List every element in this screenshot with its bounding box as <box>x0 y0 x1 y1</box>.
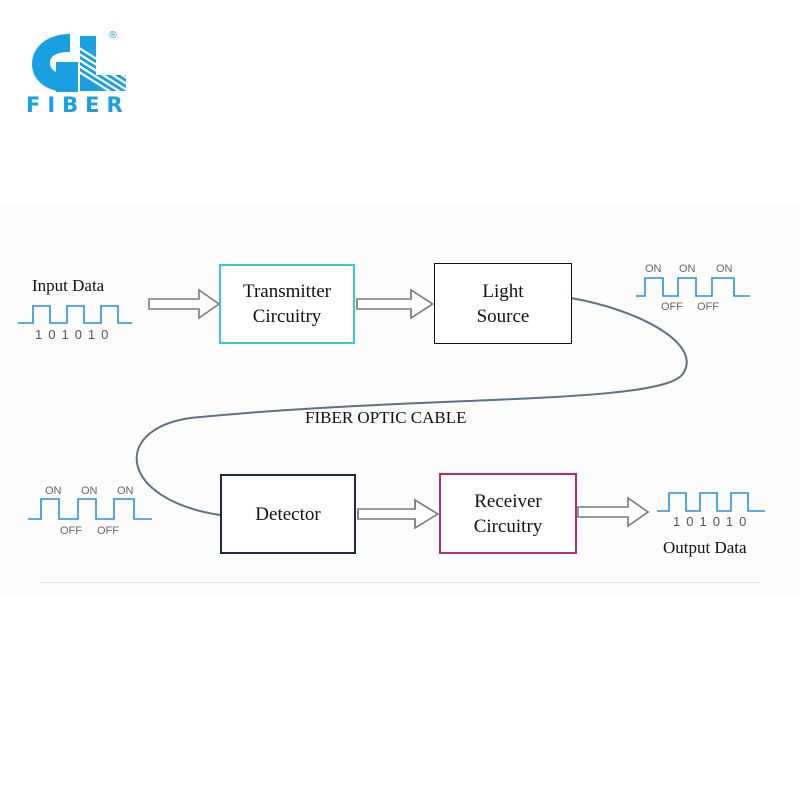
optical-signal-bottom <box>28 498 152 520</box>
input-signal-waveform <box>18 305 132 324</box>
signal-off-label: OFF <box>97 525 119 537</box>
output-signal-waveform <box>657 492 765 512</box>
fiber-logo-icon: ® <box>32 30 126 92</box>
output-bits: 101010 <box>673 514 753 529</box>
arrow-transmitter-to-light <box>356 289 434 319</box>
output-data-label: Output Data <box>663 538 747 557</box>
signal-off-label: OFF <box>697 301 719 313</box>
input-data-label: Input Data <box>32 276 105 295</box>
signal-on-label: ON <box>117 485 134 497</box>
brand-name: FIBER <box>26 93 130 117</box>
light-source-block: Light Source <box>434 263 572 344</box>
diagram-background <box>0 203 800 595</box>
signal-on-label: ON <box>645 263 662 275</box>
divider-line <box>40 582 760 583</box>
optical-signal-top <box>636 277 750 297</box>
signal-off-label: OFF <box>60 525 82 537</box>
fiber-optic-cable-label: FIBER OPTIC CABLE <box>305 408 467 427</box>
fiber-optic-cable <box>135 297 688 516</box>
input-bits: 101010 <box>35 327 115 342</box>
registered-mark: ® <box>108 30 118 41</box>
signal-off-label: OFF <box>661 301 683 313</box>
transmitter-circuitry-block: Transmitter Circuitry <box>219 264 355 344</box>
signal-on-label: ON <box>81 485 98 497</box>
receiver-circuitry-block: Receiver Circuitry <box>439 473 577 554</box>
detector-block: Detector <box>220 474 356 554</box>
arrow-receiver-to-output <box>577 497 649 527</box>
arrow-input-to-transmitter <box>148 289 220 319</box>
signal-on-label: ON <box>679 263 696 275</box>
signal-on-label: ON <box>45 485 62 497</box>
signal-on-label: ON <box>716 263 733 275</box>
arrow-detector-to-receiver <box>357 499 439 529</box>
